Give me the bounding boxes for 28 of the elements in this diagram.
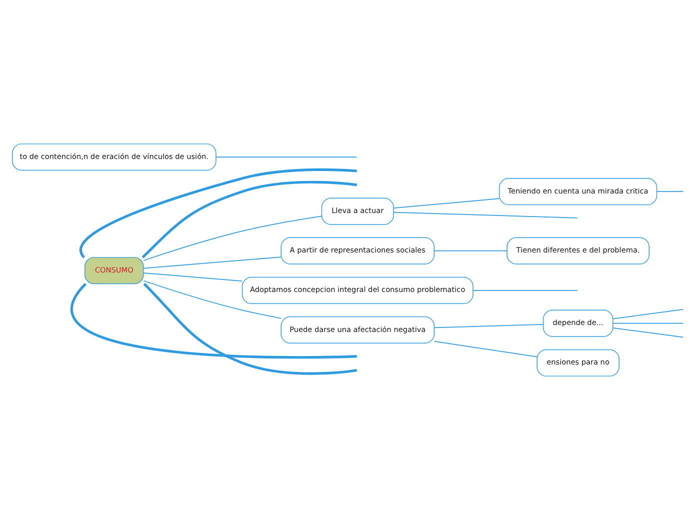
connector: [143, 256, 282, 269]
connector: [71, 283, 357, 359]
connector: [393, 198, 500, 209]
node-box: Tienen diferentes e del problema.: [506, 237, 650, 264]
connector: [656, 191, 684, 192]
node-box: Puede darse una afectación negativa: [280, 316, 435, 344]
connector: [612, 309, 684, 320]
node-box: ensiones para no: [536, 349, 620, 376]
connector: [472, 290, 578, 291]
connector: [142, 180, 357, 258]
node-box: Teniendo en cuenta una mirada critica: [498, 178, 658, 206]
connector: [393, 212, 578, 218]
node-box: depende de...: [542, 310, 614, 337]
node-box: Lleva a actuar: [321, 198, 394, 225]
connector: [612, 322, 684, 324]
connector: [612, 327, 684, 338]
node-box: Adoptamos concepcion integral del consumo problematico: [242, 276, 474, 304]
node-box: to de contención,n de eración de vínculos de usión.: [12, 144, 216, 171]
connector: [143, 282, 358, 375]
node-box: CONSUMO: [84, 257, 144, 284]
connector: [434, 250, 508, 252]
connector: [434, 324, 544, 328]
connector: [434, 340, 538, 358]
connector: [216, 156, 358, 158]
connector: [143, 216, 322, 261]
connector: [143, 272, 242, 282]
node-box: A partir de representaciones sociales: [280, 237, 435, 264]
connector: [143, 280, 282, 319]
